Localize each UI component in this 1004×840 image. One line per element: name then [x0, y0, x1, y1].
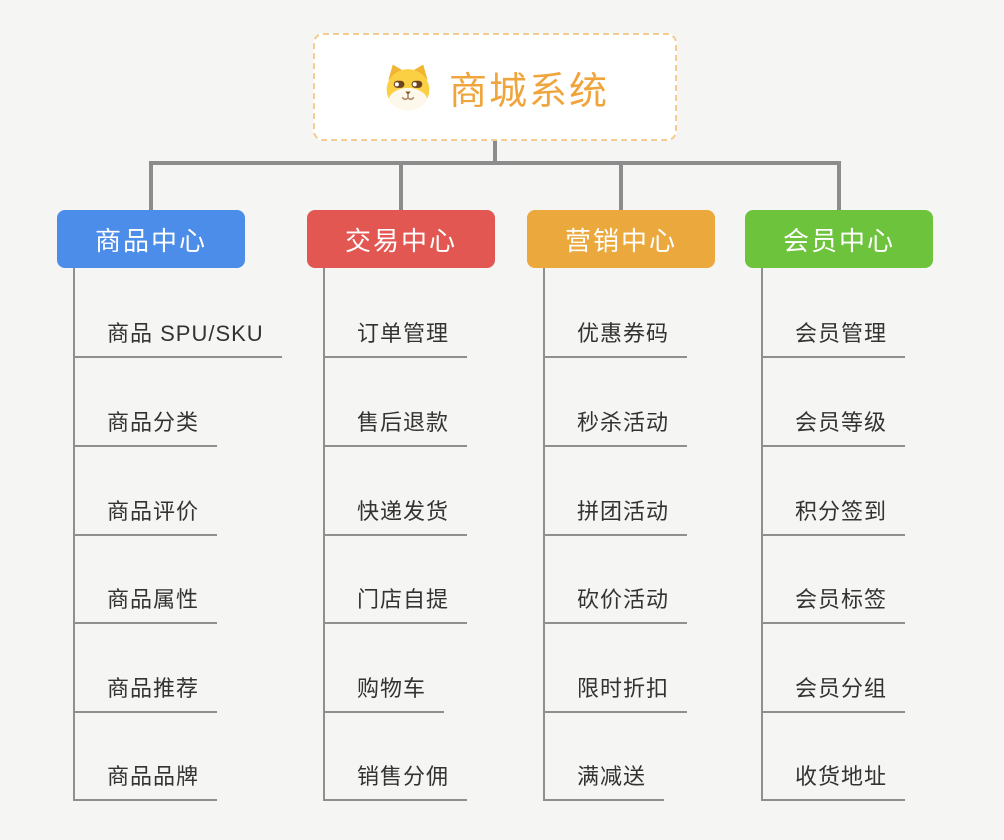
leaf-node[interactable]: 商品属性 [73, 586, 218, 624]
leaf-node[interactable]: 快递发货 [323, 498, 468, 536]
leaf-node[interactable]: 会员等级 [761, 409, 906, 447]
leaf-node[interactable]: 商品 SPU/SKU [73, 320, 282, 358]
leaf-node[interactable]: 会员分组 [761, 675, 906, 713]
leaf-node[interactable]: 购物车 [323, 675, 445, 713]
leaf-node[interactable]: 秒杀活动 [543, 409, 688, 447]
leaf-node[interactable]: 拼团活动 [543, 498, 688, 536]
branch-label: 会员中心 [782, 225, 895, 256]
root-node[interactable]: 商城系统 [313, 33, 677, 141]
leaf-node[interactable]: 会员标签 [761, 586, 906, 624]
leaf-node[interactable]: 砍价活动 [543, 586, 688, 624]
leaf-node[interactable]: 积分签到 [761, 498, 906, 536]
leaf-node[interactable]: 订单管理 [323, 320, 468, 358]
leaf-node[interactable]: 限时折扣 [543, 675, 688, 713]
drop-connector-trade [399, 163, 403, 210]
root-title: 商城系统 [448, 70, 609, 113]
drop-connector-member [837, 163, 841, 210]
root-stem-connector [493, 139, 497, 163]
leaf-node[interactable]: 收货地址 [761, 763, 906, 801]
branch-label: 交易中心 [344, 225, 457, 256]
leaf-node[interactable]: 门店自提 [323, 586, 468, 624]
branch-box-member-center[interactable]: 会员中心 [745, 210, 933, 268]
drop-connector-product [149, 163, 153, 210]
shiba-dog-icon [381, 62, 435, 112]
leaf-node[interactable]: 商品分类 [73, 409, 218, 447]
leaf-node[interactable]: 商品推荐 [73, 675, 218, 713]
branch-box-marketing-center[interactable]: 营销中心 [527, 210, 715, 268]
branch-bus-connector [149, 161, 841, 165]
drop-connector-marketing [619, 163, 623, 210]
branch-box-trade-center[interactable]: 交易中心 [307, 210, 495, 268]
leaf-node[interactable]: 销售分佣 [323, 763, 468, 801]
branch-box-product-center[interactable]: 商品中心 [57, 210, 245, 268]
leaf-node[interactable]: 满减送 [543, 763, 665, 801]
leaf-node[interactable]: 售后退款 [323, 409, 468, 447]
branch-label: 商品中心 [94, 225, 207, 256]
leaf-node[interactable]: 商品品牌 [73, 763, 218, 801]
leaf-node[interactable]: 会员管理 [761, 320, 906, 358]
leaf-node[interactable]: 商品评价 [73, 498, 218, 536]
branch-label: 营销中心 [564, 225, 677, 256]
leaf-node[interactable]: 优惠券码 [543, 320, 688, 358]
